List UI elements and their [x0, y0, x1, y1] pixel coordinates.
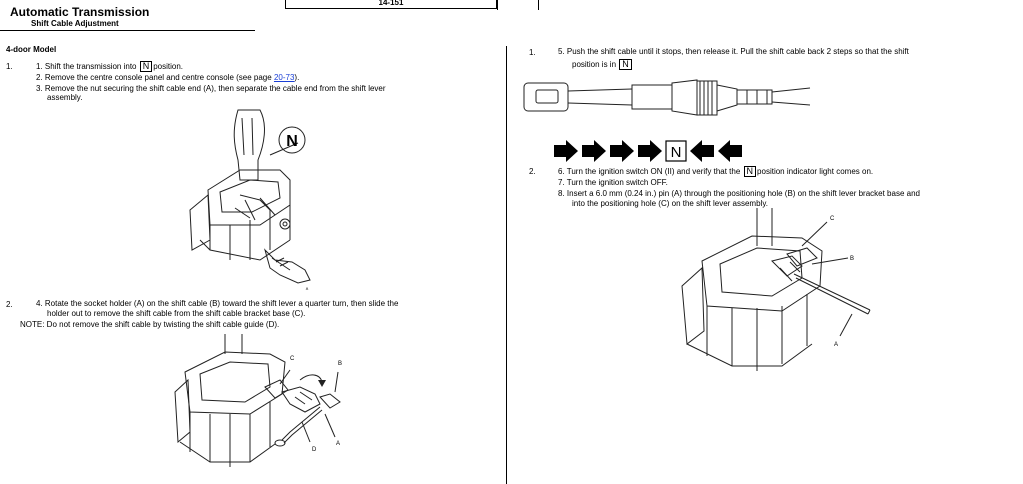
- step-7-line: 7. Turn the ignition switch OFF.: [558, 178, 668, 187]
- arrow-right-icon: [610, 140, 634, 162]
- step-number: 1.: [6, 62, 13, 71]
- arrow-right-icon: [638, 140, 662, 162]
- step-text: position indicator light comes on.: [757, 167, 874, 176]
- page-number: 14-151: [285, 0, 497, 9]
- step-8-line: into the positioning hole (C) on the shi…: [572, 199, 768, 208]
- step-text: position is in: [572, 60, 617, 69]
- figure-label: B: [338, 361, 342, 367]
- figure-label: C: [290, 356, 295, 362]
- n-position-box: N: [139, 61, 153, 72]
- step-5-line: position is in N: [572, 59, 633, 70]
- step-text: ).: [294, 73, 300, 82]
- step-text: 1. Shift the transmission into: [36, 62, 137, 71]
- step-4-line: holder out to remove the shift cable fro…: [47, 309, 306, 318]
- page-subtitle: Shift Cable Adjustment: [31, 19, 119, 28]
- step-5-line: 5. Push the shift cable until it stops, …: [558, 47, 909, 56]
- step-2-line: 2. Remove the centre console panel and c…: [36, 73, 299, 82]
- arrow-left-icon: [718, 140, 742, 162]
- step-8-line: 8. Insert a 6.0 mm (0.24 in.) pin (A) th…: [558, 189, 920, 198]
- n-position-box: N: [619, 59, 632, 70]
- header-divider: [538, 0, 539, 10]
- figure-label: A: [834, 342, 838, 348]
- page-link[interactable]: 20-73: [273, 73, 295, 82]
- step-6-line: 6. Turn the ignition switch ON (II) and …: [558, 166, 873, 177]
- arrow-right-icon: [554, 140, 578, 162]
- page-title: Automatic Transmission: [10, 5, 150, 19]
- step-number: 2.: [6, 300, 13, 309]
- step-number: 1.: [529, 48, 536, 57]
- note-text: NOTE: Do not remove the shift cable by t…: [20, 320, 280, 329]
- shift-lever-figure-2: C B D A: [174, 334, 342, 467]
- arrow-right-icon: [582, 140, 606, 162]
- arrow-left-icon: [690, 140, 714, 162]
- push-arrow-sequence: N: [554, 140, 742, 162]
- column-divider: [506, 46, 507, 484]
- step-text: position.: [153, 62, 184, 71]
- figure-label: B: [850, 256, 854, 262]
- figure-label: A: [336, 441, 340, 447]
- step-text: 6. Turn the ignition switch ON (II) and …: [558, 167, 741, 176]
- header-divider: [497, 0, 498, 10]
- figure-label: C: [830, 216, 835, 222]
- step-3-line: assembly.: [47, 93, 83, 102]
- step-3-line: 3. Remove the nut securing the shift cab…: [36, 84, 386, 93]
- n-position-box: N: [743, 166, 757, 177]
- header-rule: [0, 30, 255, 31]
- shift-lever-figure-1: N A: [189, 109, 311, 290]
- shift-lever-figure-3: C B A: [681, 208, 871, 371]
- figure-callout: N: [286, 133, 298, 150]
- figure-label: A: [305, 288, 309, 290]
- section-title: 4-door Model: [6, 45, 57, 54]
- figure-label: D: [312, 447, 317, 453]
- step-4-line: 4. Rotate the socket holder (A) on the s…: [36, 299, 399, 308]
- n-position-box: N: [671, 144, 682, 161]
- step-text: 2. Remove the centre console panel and c…: [36, 73, 272, 82]
- shift-cable-figure: [523, 79, 811, 116]
- step-number: 2.: [529, 167, 536, 176]
